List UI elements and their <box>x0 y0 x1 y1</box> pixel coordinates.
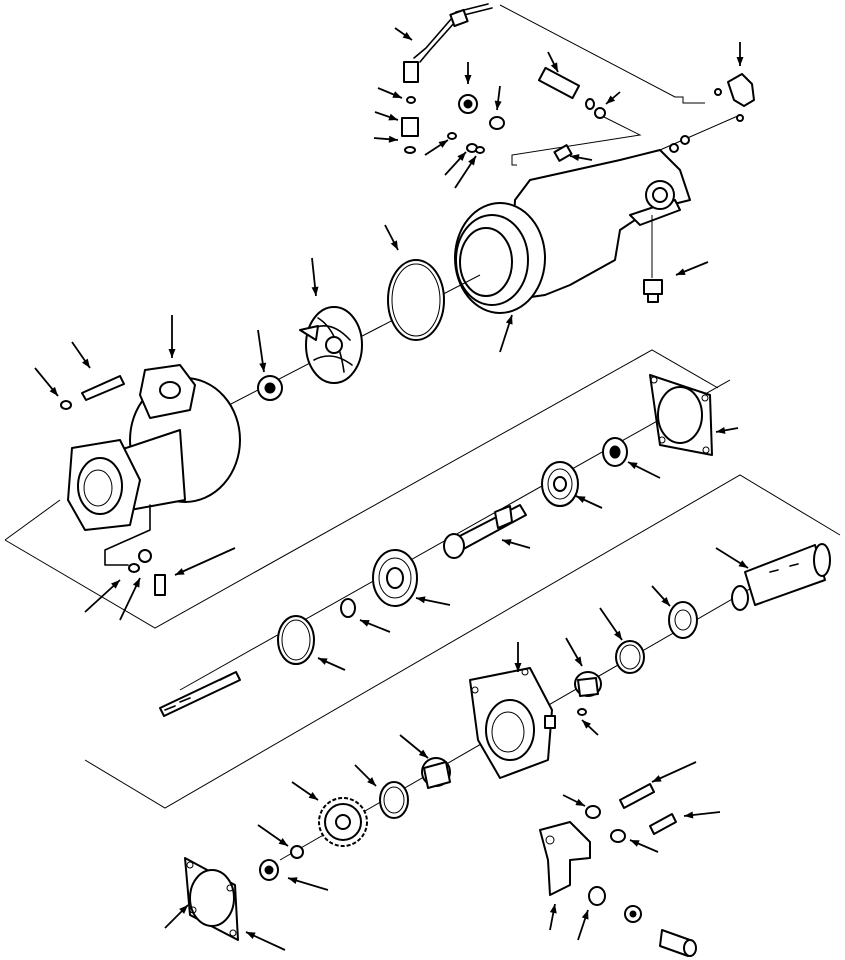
callout-arrow-o-ring-large <box>384 224 399 251</box>
snap-ring-large <box>277 615 315 665</box>
impeller <box>299 306 363 384</box>
callout-arrow-snap-ring-small <box>415 596 451 606</box>
callout-arrow-washer-gear <box>257 824 289 847</box>
washer-left <box>60 400 72 410</box>
callout-arrow-bearing-case <box>514 642 522 672</box>
shaft-pump <box>443 504 527 559</box>
callout-arrow-plug-case <box>581 719 599 736</box>
sleeve-shaft <box>731 543 831 611</box>
callout-arrow-bearing-small <box>715 426 739 434</box>
gear <box>318 797 368 847</box>
bracket <box>539 821 591 896</box>
fitting-lower <box>401 117 419 137</box>
group-line-middle <box>4 349 719 629</box>
callout-arrow-washer-mid-1 <box>444 151 467 176</box>
plug-case <box>577 708 587 716</box>
bearing-medium <box>541 461 579 507</box>
tube-nut <box>449 8 469 28</box>
seal <box>257 375 283 401</box>
callout-arrow-cover-lower <box>164 904 189 929</box>
callout-arrow-housing-flange <box>499 314 513 353</box>
callout-arrows <box>34 27 749 951</box>
callout-arrow-spacer-ring <box>651 585 671 607</box>
callout-arrow-bearing-large <box>501 539 531 549</box>
bearing-large <box>372 549 418 607</box>
callout-arrow-bracket-bolt-1 <box>245 931 286 951</box>
callout-arrow-washer-left <box>34 367 59 397</box>
callout-arrow-bushing <box>565 637 583 667</box>
callout-arrow-screw-left <box>424 139 449 156</box>
callout-arrow-bracket-bolt-2 <box>562 794 586 807</box>
callout-arrow-washer-mid-2 <box>454 155 477 189</box>
callout-arrow-elbow-fitting <box>736 42 744 66</box>
cover-lower <box>184 857 239 941</box>
washer-gear <box>290 845 304 859</box>
callout-arrow-bracket <box>629 839 659 853</box>
callout-arrow-clip-left <box>174 547 236 576</box>
callout-arrow-bracket-bolt-3 <box>577 909 589 941</box>
callout-arrow-spacer-lower <box>399 734 429 759</box>
callout-arrow-bracket-washer-2 <box>683 811 721 819</box>
callout-arrow-nut-gear <box>287 877 329 891</box>
callout-arrow-bolt-left <box>71 341 91 369</box>
bearing-case <box>469 667 556 779</box>
callout-arrow-nut-top <box>464 62 472 84</box>
spacer-lower <box>421 757 451 789</box>
snap-ring-small <box>340 598 356 618</box>
callout-arrow-washer-left-3 <box>373 135 399 143</box>
callout-arrow-bracket-washer-1 <box>651 761 697 783</box>
shaft-drive <box>159 671 241 717</box>
callout-arrow-gasket-pump <box>168 315 176 358</box>
tube-fitting-body <box>403 61 419 83</box>
bracket-group <box>539 783 697 957</box>
callout-arrow-nut-left <box>84 579 121 613</box>
seal-lower <box>379 781 409 819</box>
bolt-left <box>81 375 125 401</box>
callout-arrow-seal <box>257 329 267 373</box>
clip-left <box>104 504 151 566</box>
callout-arrow-shaft-pump <box>575 495 603 509</box>
callout-arrow-oil-seal <box>599 607 623 641</box>
callout-arrow-shaft-drive <box>317 657 346 671</box>
callout-arrow-gear <box>291 781 319 801</box>
cover-gasket-right <box>649 374 713 456</box>
small-ring <box>406 96 416 104</box>
oil-seal <box>615 640 645 674</box>
pump-body-left <box>60 364 241 596</box>
callout-arrow-drain-plug <box>675 261 709 276</box>
seal-ring-top <box>489 116 505 130</box>
callout-arrow-seal-ring-top <box>494 85 502 111</box>
nut-gear <box>259 859 279 881</box>
callout-arrow-cover-gasket-right <box>119 577 141 621</box>
callout-arrow-o-ring-small <box>605 91 621 105</box>
spacer-ring <box>668 601 698 639</box>
top-fittings-group <box>401 3 755 314</box>
bearing-small <box>602 437 628 467</box>
callout-arrow-impeller <box>311 257 319 297</box>
nut-left <box>138 549 152 563</box>
small-ring-2 <box>404 146 416 154</box>
callout-arrow-washer-left-1 <box>377 87 403 99</box>
callout-arrow-sleeve-shaft <box>715 547 749 569</box>
callout-arrow-bolt-housing <box>569 154 593 162</box>
callout-arrow-snap-ring-large <box>359 619 391 633</box>
o-ring-large <box>387 259 445 341</box>
pump-housing <box>454 149 691 314</box>
elbow-fitting <box>714 73 755 122</box>
bushing <box>574 671 602 697</box>
drain-plug <box>643 215 663 303</box>
group-line-lower <box>84 474 841 809</box>
callout-arrow-washer-left-2 <box>374 111 399 121</box>
callout-arrow-plug-top <box>547 51 559 73</box>
callout-arrow-bearing-medium <box>627 461 661 479</box>
callout-arrow-tube-fitting <box>394 27 413 41</box>
callout-arrow-bracket-washer-3 <box>549 903 557 931</box>
plug-top <box>537 66 606 119</box>
callout-arrow-seal-lower <box>354 764 377 787</box>
